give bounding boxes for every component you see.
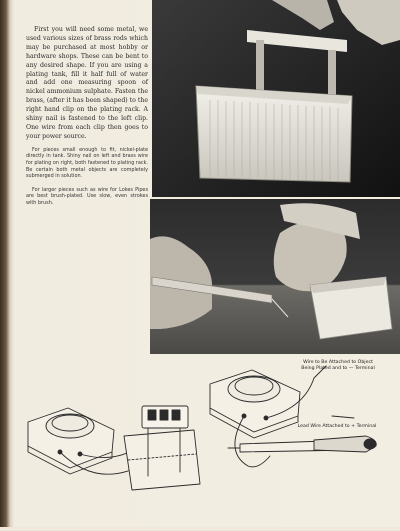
small-pieces-caption: For pieces small enough to fit, nickel-p… (26, 146, 148, 180)
plating-tank-photo-art (152, 0, 400, 197)
lead-wire-callout: Lead Wire Attached to + Terminal (297, 424, 377, 429)
plating-setup-drawing (27, 365, 377, 491)
plating-tank-photo (152, 0, 400, 197)
large-pieces-caption: For larger pieces such as wire for Lokes… (26, 186, 148, 206)
power-unit-left (27, 407, 115, 475)
power-unit-right (209, 369, 301, 439)
plating-brush (227, 435, 377, 453)
plating-rack-tank (123, 405, 201, 491)
brush-plating-photo (150, 199, 400, 354)
main-paragraph: First you will need some metal, we used … (26, 26, 148, 140)
instruction-text-column: First you will need some metal, we used … (26, 26, 148, 214)
wire-object-callout: Wire to Be Attached to Object Being Plat… (301, 360, 375, 371)
plating-setup-illustration (14, 356, 400, 527)
brush-plating-photo-art (150, 199, 400, 354)
